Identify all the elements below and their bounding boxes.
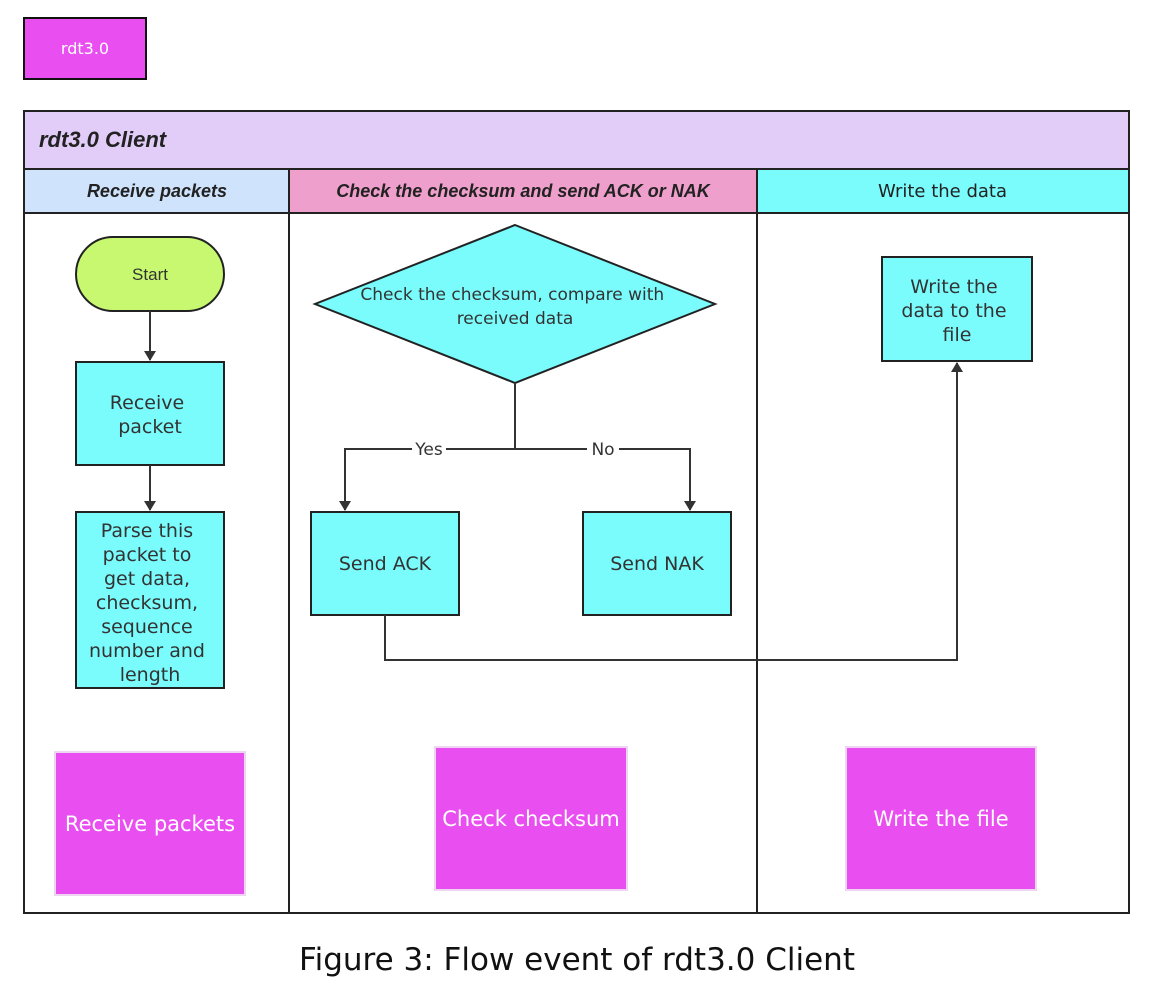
note-receive-packets: Receive packets — [54, 751, 246, 896]
lane-header-receive: Receive packets — [25, 170, 289, 214]
rdt-tag: rdt3.0 — [23, 17, 147, 80]
lane-header-write: Write the data — [757, 170, 1128, 214]
edge-no — [515, 448, 696, 511]
svg-text:Check the checksum, compare wi: Check the checksum, compare with receive… — [360, 285, 669, 329]
send-nak-label: Send NAK — [610, 553, 704, 575]
pool-title: rdt3.0 Client — [25, 112, 1128, 170]
lane-divider-2 — [756, 170, 758, 913]
write-data-line: Write the — [910, 276, 997, 298]
yes-label: Yes — [414, 440, 443, 460]
write-data-line: file — [943, 324, 972, 346]
decision-line: received data — [457, 309, 574, 329]
lane-header-check: Check the checksum and send ACK or NAK — [289, 170, 757, 214]
parse-packet-line: length — [120, 664, 181, 686]
send-ack-label: Send ACK — [339, 553, 432, 575]
start-label: Start — [132, 265, 168, 284]
send-ack-node — [310, 511, 460, 616]
parse-packet-line: sequence — [101, 616, 193, 638]
swimlane-pool — [23, 110, 1130, 914]
svg-text:Receive packet: Receive packet — [110, 392, 190, 438]
parse-packet-line: checksum, — [96, 592, 198, 614]
parse-packet-line: packet to — [103, 544, 192, 566]
svg-text:Write the data to the: Write the data to the file — [901, 276, 1012, 346]
send-nak-node — [582, 511, 732, 616]
receive-packet-line: packet — [118, 416, 182, 438]
edge-yes — [339, 448, 515, 511]
no-label: No — [591, 440, 614, 460]
receive-packet-line: Receive — [110, 392, 184, 414]
note-check-checksum: Check checksum — [434, 746, 628, 891]
edge-ack-write — [384, 362, 963, 661]
note-write-file: Write the file — [845, 746, 1037, 891]
write-data-line: data to the — [901, 300, 1006, 322]
yes-label-bg — [412, 439, 446, 459]
parse-packet-line: number and — [89, 640, 205, 662]
no-label-bg — [587, 439, 619, 459]
lane-divider-1 — [288, 170, 290, 913]
decision-line: Check the checksum, compare with — [360, 285, 664, 305]
parse-packet-node — [75, 511, 225, 689]
parse-packet-line: Parse this — [101, 520, 193, 542]
svg-text:Parse this packet to: Parse this packet to get data, checksum,… — [89, 520, 211, 686]
receive-packet-node — [75, 361, 225, 466]
write-data-node — [881, 256, 1033, 362]
parse-packet-line: get data, — [104, 568, 190, 590]
figure-caption: Figure 3: Flow event of rdt3.0 Client — [299, 942, 855, 978]
